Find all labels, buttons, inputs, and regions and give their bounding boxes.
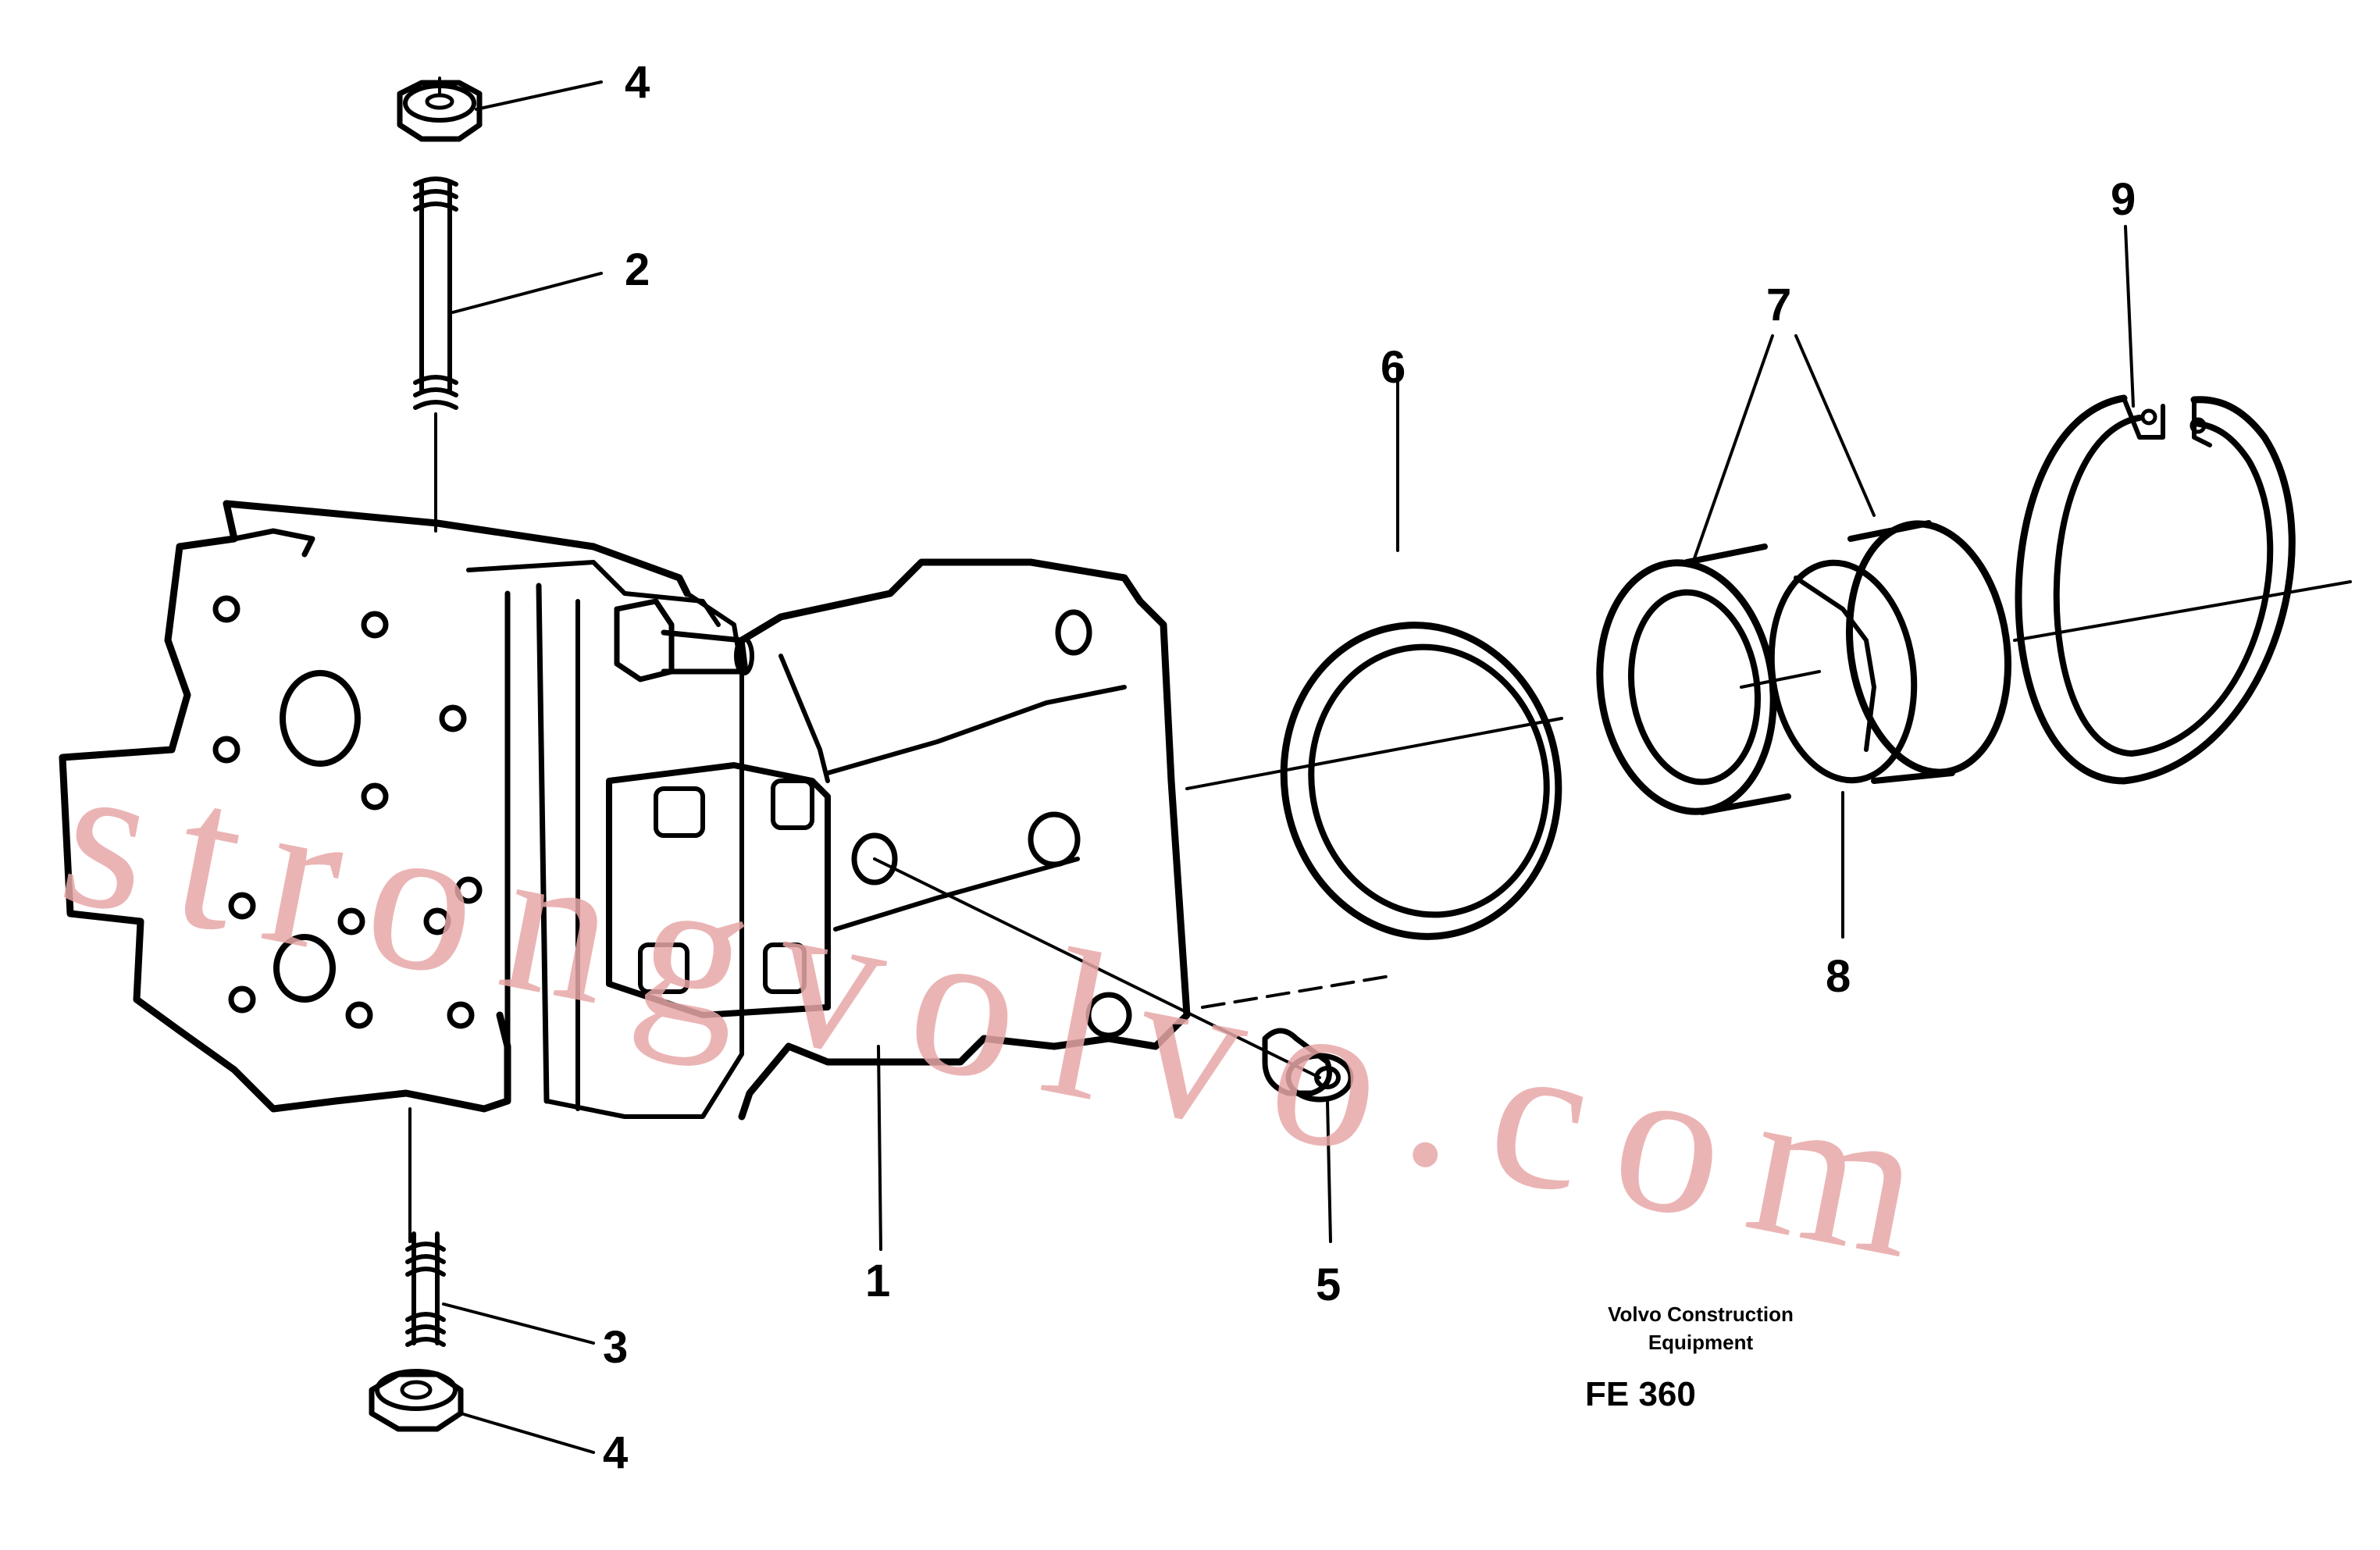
callout-9: 9: [2111, 174, 2136, 225]
part-9-snap-ring: [2015, 225, 2296, 785]
part-7-part-8-seal-assembly: [1596, 334, 2011, 939]
part-1-pump-housing: [59, 500, 1191, 1251]
part-6-o-ring: [1280, 365, 1562, 940]
callout-1: 1: [865, 1256, 890, 1306]
callout-2: 2: [625, 244, 650, 295]
callout-leaders: [442, 80, 603, 1454]
part-3-bottom-stud: [405, 1231, 446, 1347]
watermark-text: strongvolvo.com: [46, 714, 1970, 1309]
part-4-bottom-nut: [369, 1369, 464, 1432]
callout-4-top: 4: [625, 57, 650, 108]
caption-manufacturer-line1: Volvo Construction: [1608, 1302, 1794, 1326]
callout-8: 8: [1826, 951, 1851, 1002]
caption-figure-code: FE 360: [1585, 1375, 1696, 1413]
part-5-plug: [873, 857, 1354, 1243]
part-2-stud: [413, 176, 458, 533]
callout-7: 7: [1766, 280, 1791, 330]
callout-6: 6: [1381, 342, 1406, 393]
part-4-top-nut: [397, 77, 483, 142]
callout-5: 5: [1316, 1260, 1341, 1310]
caption-manufacturer-line2: Equipment: [1648, 1331, 1754, 1354]
callout-3: 3: [603, 1322, 628, 1373]
callout-4-bottom: 4: [603, 1427, 628, 1478]
